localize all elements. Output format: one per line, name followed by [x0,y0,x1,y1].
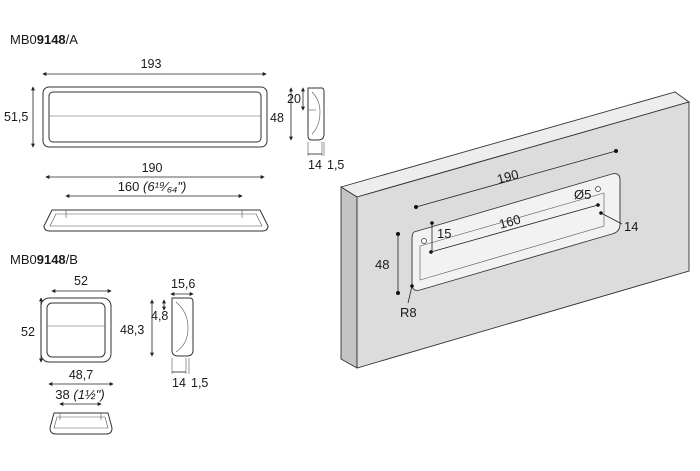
b-base-dimension: 48,7 [48,368,114,386]
b-thick-a-label: 14 [172,376,186,390]
b-side-height-label: 48,3 [120,323,144,337]
install-holes-label: 160 [497,212,522,232]
install-depth-label: 14 [624,219,638,234]
a-holes-label: 160 (6¹⁹⁄₆₄") [118,179,187,194]
a-side-view [307,87,325,141]
install-length-dimension: 190 [414,149,618,209]
a-holes-dimension: 160 (6¹⁹⁄₆₄") [65,179,243,198]
b-side-inner-dimension: 4,8 [151,299,168,323]
b-front-view [40,297,112,363]
hole-left-icon [421,238,427,244]
a-thick-a-label: 14 [308,158,322,172]
panel-pocket [411,173,621,291]
a-width-label: 193 [141,57,162,71]
a-thickness-dimension: 14 1,5 [307,142,344,172]
b-width-label: 52 [74,274,88,288]
install-radius-callout: R8 [400,284,417,320]
b-side-width-dimension: 15,6 [170,277,195,296]
model-a-title: MB09148/A [10,32,78,47]
b-thickness-dimension: 14 1,5 [171,358,208,390]
install-depth-dimension: 14 [599,211,638,234]
a-inner-depth-label: 20 [287,92,301,106]
a-front-view [42,86,268,148]
a-height-dimension: 51,5 [4,86,35,148]
install-height-dimension: 48 [375,232,400,295]
install-holes-dimension: 160 [429,203,600,254]
b-side-width-label: 15,6 [171,277,195,291]
b-height-label: 52 [21,325,35,339]
b-side-height-dimension: 48,3 [120,299,154,357]
a-bottom-view [43,209,269,232]
a-height-label: 51,5 [4,110,28,124]
b-base-label: 48,7 [69,368,93,382]
install-length-label: 190 [495,167,520,187]
b-side-inner-label: 4,8 [151,309,168,323]
b-side-view [171,297,194,357]
hole-right-icon [595,186,601,192]
install-radius-label: R8 [400,305,417,320]
a-width-dimension: 193 [42,57,267,76]
b-height-dimension: 52 [21,297,43,363]
a-depth-dimension: 48 [270,87,293,141]
b-thick-b-label: 1,5 [191,376,208,390]
b-bottom-view [49,412,113,435]
install-offset-dimension: 15 [430,221,451,252]
b-width-dimension: 52 [51,274,112,293]
b-holes-label: 38 (1½") [55,387,104,402]
a-base-dimension: 190 [45,161,265,179]
a-base-label: 190 [142,161,163,175]
b-holes-dimension: 38 (1½") [55,387,105,406]
install-offset-label: 15 [437,226,451,241]
a-inner-depth-dimension: 20 [287,87,305,111]
install-hole-dia-label: Ø5 [574,187,591,202]
a-depth-label: 48 [270,111,284,125]
a-thick-b-label: 1,5 [327,158,344,172]
install-height-label: 48 [375,257,389,272]
model-b-title: MB09148/B [10,252,78,267]
